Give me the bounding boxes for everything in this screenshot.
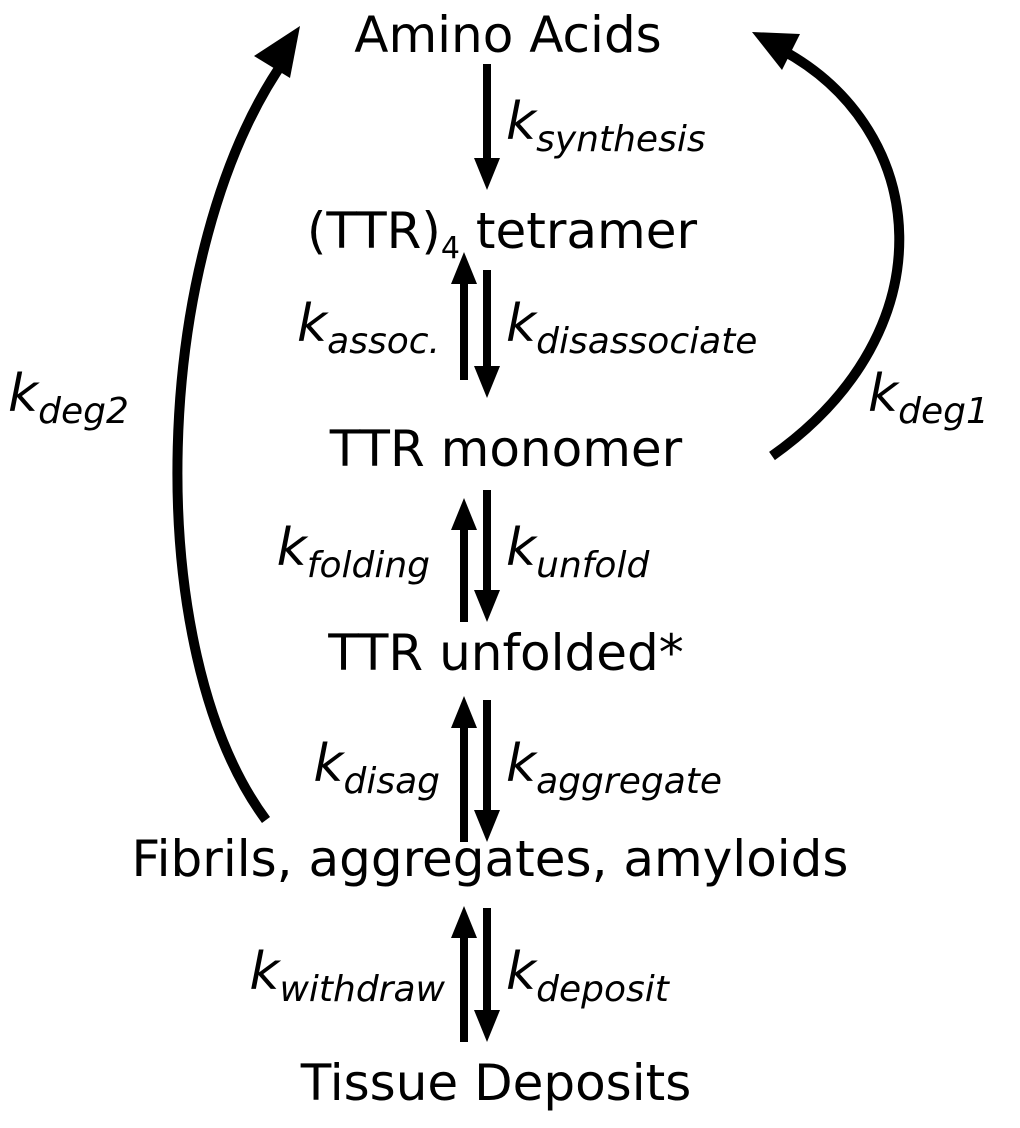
arrow-disassociate-down [474, 270, 500, 398]
rate-unfold-sub: unfold [536, 545, 650, 586]
k-symbol: k [506, 92, 537, 152]
rate-disassociate-sub: disassociate [536, 321, 758, 362]
k-symbol: k [506, 942, 537, 1002]
k-symbol: k [506, 518, 537, 578]
rate-deposit-sub: deposit [536, 969, 669, 1010]
node-monomer: TTR monomer [329, 420, 683, 478]
node-tissue-deposits: Tissue Deposits [300, 1054, 692, 1112]
rate-withdraw: kwithdraw [249, 946, 445, 1008]
rate-synthesis: ksynthesis [506, 96, 706, 158]
arrow-deposit-down [474, 908, 500, 1042]
k-symbol: k [868, 364, 899, 424]
rate-disag-sub: disag [343, 761, 440, 802]
arrow-deg1-curve [752, 32, 905, 461]
rate-folding-sub: folding [306, 545, 430, 586]
rate-unfold: kunfold [506, 522, 649, 584]
rate-disag: kdisag [313, 738, 440, 800]
node-unfolded: TTR unfolded* [328, 624, 684, 682]
arrow-assoc-up [451, 252, 477, 380]
k-symbol: k [313, 734, 344, 794]
rate-deposit: kdeposit [506, 946, 669, 1008]
rate-aggregate: kaggregate [506, 738, 722, 800]
rate-deg1: kdeg1 [868, 368, 989, 430]
rate-synthesis-sub: synthesis [536, 119, 706, 160]
rate-disassociate: kdisassociate [506, 298, 757, 360]
node-tetramer: (TTR)4 tetramer [307, 206, 697, 264]
arrow-aggregate-down [474, 700, 500, 842]
rate-withdraw-sub: withdraw [279, 969, 445, 1010]
rate-deg2-sub: deg2 [38, 391, 129, 432]
k-symbol: k [8, 364, 39, 424]
arrow-synthesis [474, 64, 500, 190]
rate-deg1-sub: deg1 [898, 391, 989, 432]
k-symbol: k [276, 518, 307, 578]
k-symbol: k [249, 942, 280, 1002]
arrow-withdraw-up [451, 906, 477, 1042]
k-symbol: k [506, 294, 537, 354]
k-symbol: k [506, 734, 537, 794]
rate-aggregate-sub: aggregate [536, 761, 723, 802]
tetramer-suffix: tetramer [459, 202, 698, 260]
arrow-disag-up [451, 696, 477, 842]
rate-folding: kfolding [277, 522, 430, 584]
arrow-deg2-curve [172, 26, 300, 823]
node-amino-acids: Amino Acids [354, 6, 662, 64]
arrow-folding-up [451, 498, 477, 622]
rate-assoc-sub: assoc. [327, 321, 440, 362]
rate-assoc: kassoc. [297, 298, 440, 360]
tetramer-prefix: (TTR) [306, 202, 441, 260]
k-symbol: k [297, 294, 328, 354]
arrow-unfold-down [474, 490, 500, 622]
rate-deg2: kdeg2 [8, 368, 129, 430]
tetramer-subscript: 4 [440, 231, 460, 266]
node-fibrils: Fibrils, aggregates, amyloids [131, 830, 849, 888]
